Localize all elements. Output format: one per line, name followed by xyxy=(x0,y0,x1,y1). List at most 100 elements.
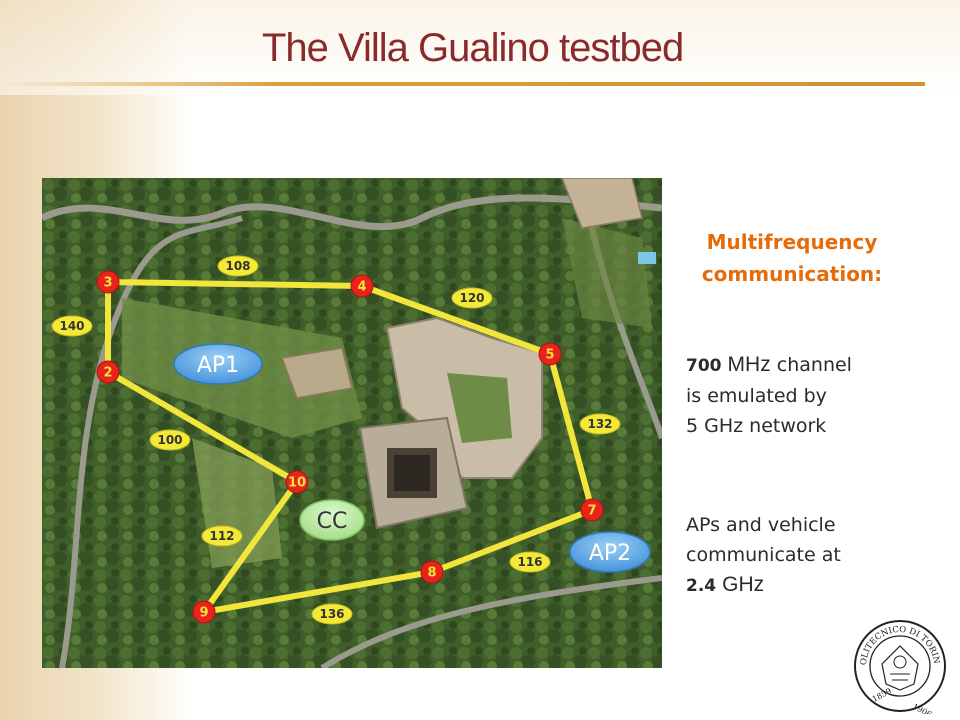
node-number: 2 xyxy=(103,366,112,381)
node-number: 3 xyxy=(103,276,112,291)
node-9: 9 xyxy=(192,600,216,624)
ap-freq-unit: GHz xyxy=(722,573,765,596)
distance-badge xyxy=(579,413,621,435)
frequency-note: 700 MHz channel is emulated by 5 GHz net… xyxy=(686,350,926,441)
ap-note-line-2: communicate at xyxy=(686,544,841,566)
node-marker xyxy=(96,360,120,384)
note-freq-unit: MHz xyxy=(727,353,771,376)
note-line-2: is emulated by xyxy=(686,385,827,407)
node-number: 5 xyxy=(545,348,554,363)
link-2-10 xyxy=(105,369,300,485)
distance-badge xyxy=(451,287,493,309)
node-7: 7 xyxy=(580,498,604,522)
slide-title: The Villa Gualino testbed xyxy=(262,26,684,70)
access-point-label: AP1 xyxy=(197,353,239,378)
access-point-bubble xyxy=(173,343,263,385)
distance-text: 132 xyxy=(587,417,612,431)
node-number: 7 xyxy=(587,504,596,519)
seal-outer-ring xyxy=(854,620,946,712)
distance-text: 116 xyxy=(517,555,542,569)
distance-text: 136 xyxy=(319,607,344,621)
distance-text: 112 xyxy=(209,529,234,543)
sidebar-heading: Multifrequency communication: xyxy=(664,226,920,290)
node-marker xyxy=(192,600,216,624)
road xyxy=(42,194,662,231)
distance-badge xyxy=(201,525,243,547)
road xyxy=(320,575,662,668)
access-point-bubble xyxy=(299,499,365,541)
link-7-8 xyxy=(429,507,595,575)
distance-label-140: 140 xyxy=(51,315,93,337)
node-8: 8 xyxy=(420,560,444,584)
heading-line-2: communication: xyxy=(701,262,883,286)
access-point-label: AP2 xyxy=(589,541,631,566)
node-number: 10 xyxy=(288,476,306,491)
link-3-4 xyxy=(105,279,365,289)
university-seal-logo: POLITECNICO DI TORINO 1859 1906 xyxy=(852,618,946,714)
link-5-7 xyxy=(547,351,595,513)
node-marker xyxy=(96,270,120,294)
link-layer xyxy=(105,279,595,615)
node-layer: 3 4 5 2 10 7 8 9 xyxy=(96,270,604,624)
distance-label-132: 132 xyxy=(579,413,621,435)
title-underline xyxy=(0,82,925,86)
ap-note: APs and vehicle communicate at 2.4 GHz xyxy=(686,510,926,601)
node-10: 10 xyxy=(285,470,309,494)
node-4: 4 xyxy=(350,274,374,298)
note-freq-number: 700 xyxy=(686,356,722,376)
pool xyxy=(638,252,656,264)
lawn xyxy=(562,218,652,328)
node-2: 2 xyxy=(96,360,120,384)
distance-label-116: 116 xyxy=(509,551,551,573)
seal-crest xyxy=(881,645,919,691)
distance-badge xyxy=(509,551,551,573)
link-10-9 xyxy=(201,479,300,615)
node-marker xyxy=(420,560,444,584)
distance-text: 140 xyxy=(59,319,84,333)
seal-emblem xyxy=(893,655,907,669)
distance-label-108: 108 xyxy=(217,255,259,277)
node-3: 3 xyxy=(96,270,120,294)
access-point-ap1: AP1 xyxy=(173,343,263,385)
distance-badge xyxy=(51,315,93,337)
distance-label-136: 136 xyxy=(311,603,353,625)
courtyard xyxy=(447,373,512,443)
distance-text: 120 xyxy=(459,291,484,305)
node-marker xyxy=(538,342,562,366)
node-marker xyxy=(350,274,374,298)
link-4-5 xyxy=(359,283,553,357)
seal-crest-lines xyxy=(890,673,910,681)
seal-inner-ring xyxy=(869,635,931,697)
link-8-9 xyxy=(201,569,435,615)
distance-badge xyxy=(149,429,191,451)
distance-badge xyxy=(217,255,259,277)
note-freq-rest: channel xyxy=(776,354,852,376)
distance-text: 100 xyxy=(157,433,182,447)
ap-freq-number: 2.4 xyxy=(686,576,717,596)
ap-note-line-3: 2.4 GHz xyxy=(686,570,926,601)
distance-text: 108 xyxy=(225,259,250,273)
background-top-wash xyxy=(0,0,960,95)
access-point-bubble xyxy=(569,531,651,573)
distance-label-112: 112 xyxy=(201,525,243,547)
node-5: 5 xyxy=(538,342,562,366)
node-marker xyxy=(285,470,309,494)
house xyxy=(561,178,643,229)
node-number: 4 xyxy=(357,280,366,295)
distance-badge xyxy=(311,603,353,625)
building-atrium-inner xyxy=(394,455,430,491)
note-line-3: 5 GHz network xyxy=(686,415,827,437)
node-marker xyxy=(580,498,604,522)
node-number: 8 xyxy=(427,566,436,581)
heading-line-1: Multifrequency xyxy=(706,230,878,254)
access-point-ap2: AP2 xyxy=(569,531,651,573)
node-number: 9 xyxy=(199,606,208,621)
annex-building xyxy=(280,347,353,399)
distance-label-100: 100 xyxy=(149,429,191,451)
note-line-1: 700 MHz channel xyxy=(686,350,926,381)
access-point-label: CC xyxy=(317,509,348,534)
